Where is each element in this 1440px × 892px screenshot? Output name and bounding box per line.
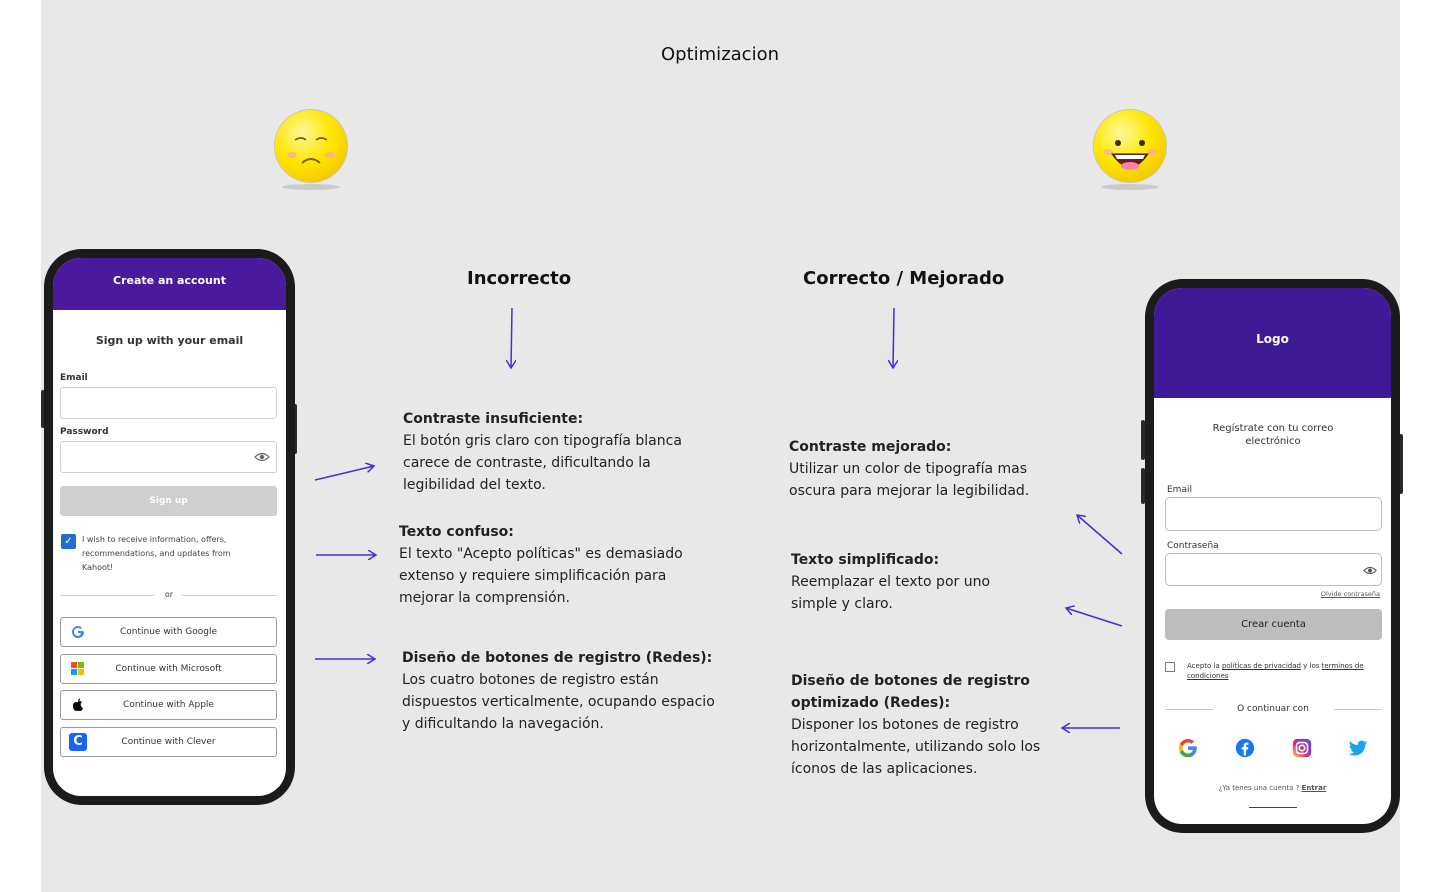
privacy-policy-link[interactable]: políticas de privacidad [1221,662,1301,670]
note-body: Los cuatro botones de registro están dis… [402,672,715,732]
continue-apple-button[interactable]: Continue with Apple [60,690,277,720]
home-indicator [1249,807,1297,808]
note-body: Utilizar un color de tipografía mas oscu… [789,461,1030,499]
note-heading: Contraste mejorado: [789,439,952,455]
facebook-icon[interactable] [1234,737,1256,759]
terms-checkbox[interactable] [1165,662,1175,672]
arrow-down-incorrect [511,307,512,368]
sad-face-shadow [282,184,340,190]
button-label: Continue with Clever [121,737,216,747]
phone-side-button [293,404,297,454]
old-or-label: or [164,590,174,599]
divider [60,595,155,596]
new-phone-frame: Logo Regístrate con tu correo electrónic… [1145,279,1400,833]
note-heading: Texto confuso: [399,524,514,540]
clever-icon: C [69,733,87,751]
arrow-down-correct [893,307,894,368]
arrow-contrast-correct [1077,515,1123,555]
happy-face-shadow [1101,184,1159,190]
note-heading: Diseño de botones de registro (Redes): [402,650,713,666]
google-icon[interactable] [1177,737,1199,759]
new-header-logo: Logo [1154,288,1391,398]
have-account-text: ¿Ya tenes una cuenta ? [1218,784,1302,792]
divider [182,595,277,596]
old-header: Create an account [53,258,286,310]
new-phone-screen: Logo Regístrate con tu correo electrónic… [1154,288,1391,824]
new-password-label: Contraseña [1167,541,1219,551]
instagram-icon[interactable] [1291,737,1313,759]
arrow-contrast-incorrect [314,466,374,481]
old-signup-button[interactable]: Sign up [60,486,277,516]
microsoft-icon [71,662,85,676]
phone-side-button [1141,468,1145,504]
page-title: Optimizacion [661,44,779,65]
checkbox-checked-icon[interactable]: ✓ [61,534,76,549]
terms-mid: y los [1300,662,1322,670]
note-body: Disponer los botones de registro horizon… [791,717,1041,777]
old-subtitle: Sign up with your email [95,334,244,347]
terms-text: Acepto la políticas de privacidad y los … [1187,661,1377,681]
old-phone-frame: Create an account Sign up with your emai… [44,249,295,805]
continue-clever-button[interactable]: C Continue with Clever [60,727,277,757]
note-contrast-incorrect: Contraste insuficiente: El botón gris cl… [403,408,703,496]
phone-side-button [41,390,45,428]
eye-icon[interactable] [254,451,270,463]
old-phone-screen: Create an account Sign up with your emai… [53,258,286,796]
sad-face-icon [275,110,347,182]
note-buttons-incorrect: Diseño de botones de registro (Redes): L… [402,647,727,735]
google-icon [71,625,85,639]
terms-prefix: Acepto la [1187,662,1222,670]
arrow-text-correct [1066,608,1123,627]
note-heading: Texto simplificado: [791,552,940,568]
note-text-correct: Texto simplificado: Reemplazar el texto … [791,549,1026,615]
old-consent-text: I wish to receive information, offers, r… [82,535,231,572]
apple-icon [71,698,85,712]
new-subtitle: Regístrate con tu correo electrónico [1212,423,1334,447]
continue-google-button[interactable]: Continue with Google [60,617,277,647]
note-body: Reemplazar el texto por uno simple y cla… [791,574,991,612]
terms-conditions-link[interactable]: terminos de condiciones [1187,662,1364,680]
divider [1165,709,1213,710]
login-prompt: ¿Ya tenes una cuenta ? Entrar [1154,783,1391,793]
note-text-incorrect: Texto confuso: El texto "Acepto política… [399,521,699,609]
old-email-label: Email [60,373,88,383]
phone-side-button [1399,434,1403,494]
divider [1334,709,1382,710]
twitter-icon[interactable] [1347,737,1369,759]
old-email-input[interactable] [60,387,277,419]
correct-title: Correcto / Mejorado [803,268,1005,289]
button-label: Continue with Apple [123,700,214,710]
new-password-input[interactable] [1165,553,1382,586]
login-link[interactable]: Entrar [1301,784,1327,792]
old-password-input[interactable] [60,441,277,473]
create-account-button[interactable]: Crear cuenta [1165,609,1382,640]
note-heading: Diseño de botones de registro optimizado… [791,673,1030,711]
note-contrast-correct: Contraste mejorado: Utilizar un color de… [789,436,1049,502]
new-email-input[interactable] [1165,497,1382,531]
continue-microsoft-button[interactable]: Continue with Microsoft [60,654,277,684]
phone-side-button [1141,420,1145,460]
forgot-password-link[interactable]: Olvide contraseña [1320,590,1380,598]
note-buttons-correct: Diseño de botones de registro optimizado… [791,670,1053,780]
note-heading: Contraste insuficiente: [403,411,584,427]
button-label: Continue with Microsoft [115,664,222,674]
new-email-label: Email [1167,485,1192,495]
old-password-label: Password [60,427,109,437]
note-body: El texto "Acepto políticas" es demasiado… [399,546,683,606]
note-body: El botón gris claro con tipografía blanc… [403,433,682,493]
button-label: Continue with Google [119,627,218,637]
happy-face-icon [1094,110,1166,182]
continue-with-label: O continuar con [1237,704,1309,714]
incorrect-title: Incorrecto [467,268,572,289]
eye-icon[interactable] [1363,565,1377,576]
